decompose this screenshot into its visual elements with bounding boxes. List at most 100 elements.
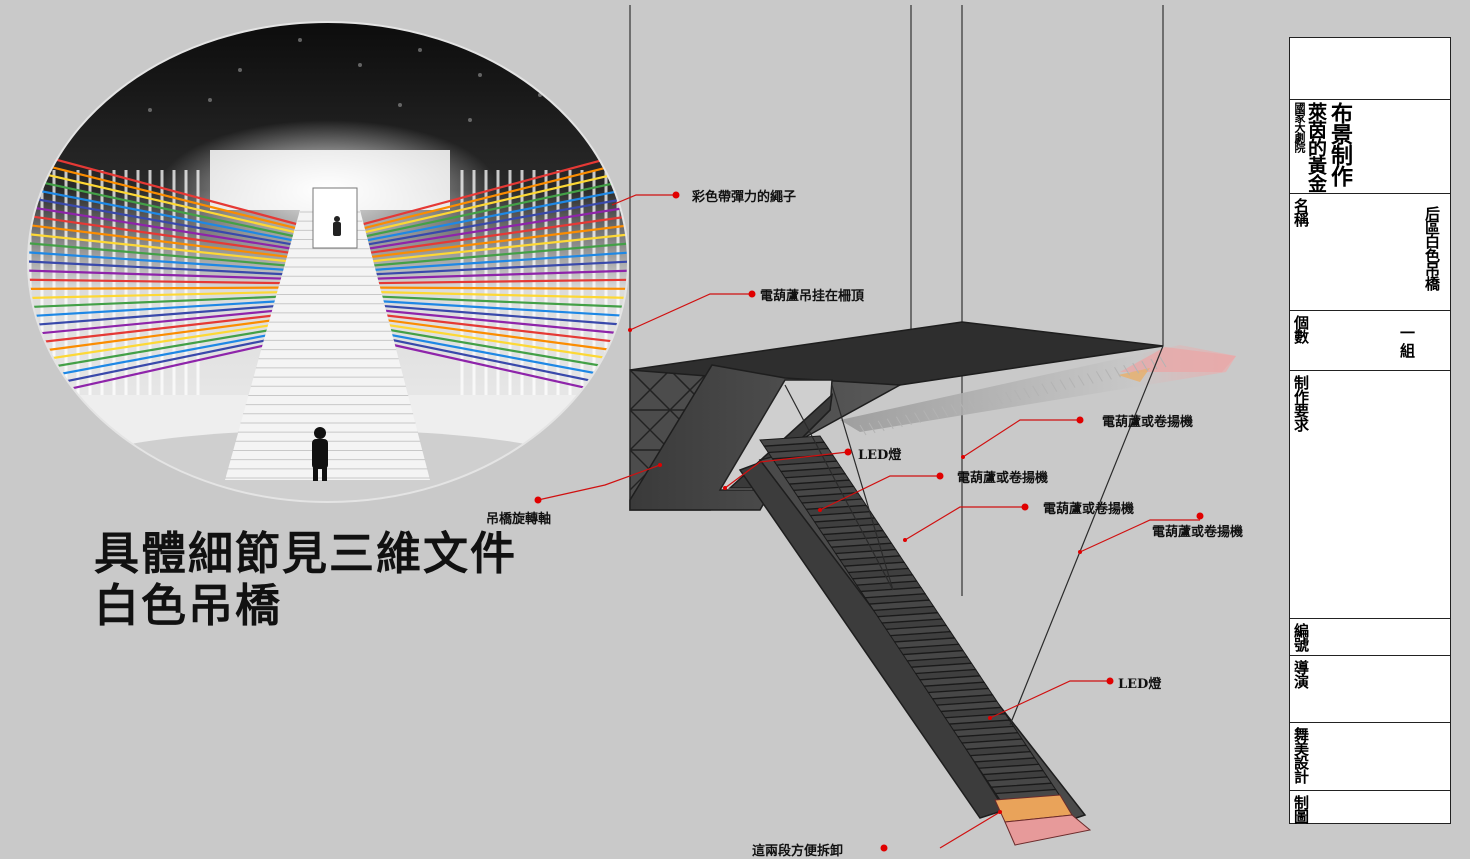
callout-leaders [537, 194, 1200, 849]
rope-right [359, 213, 628, 256]
rope-left [28, 222, 301, 260]
production-title-line2: 萊茵的黃金 [1305, 102, 1327, 192]
label-colored-elastic-rope: 彩色帶彈力的繩子 [692, 190, 797, 205]
tb-count-row: 個數 一 組 [1290, 311, 1450, 371]
rope-right [359, 195, 628, 247]
ghost-step [1105, 369, 1112, 380]
rope-right [359, 176, 628, 239]
ghost-step [1050, 381, 1058, 392]
rope-left [28, 315, 301, 355]
rope-left [28, 328, 301, 383]
ghost-step [914, 412, 921, 423]
ghost-step [1150, 358, 1158, 370]
count-value-2: 組 [1400, 342, 1416, 360]
ghost-step [968, 400, 976, 411]
detachable-section [994, 794, 1092, 846]
rope-right [359, 319, 628, 365]
production-title-line1: 布景制作 [1327, 102, 1353, 186]
rope-right [359, 294, 628, 309]
label-hoist-hung-from-grid: 電葫蘆吊挂在柵頂 [760, 289, 865, 304]
tb-logo-row [1290, 38, 1450, 100]
ghost-step [895, 416, 903, 428]
rope-right [359, 260, 628, 277]
rope-right [359, 185, 628, 243]
requirements-key: 制作要求 [1292, 375, 1310, 431]
ghost-step [950, 404, 958, 415]
ghost-step [1086, 373, 1094, 384]
rope-right [359, 290, 628, 300]
rope-left [28, 158, 301, 231]
rope-right [359, 307, 628, 337]
rope-right [359, 286, 628, 290]
caption-line-1: 具體細節見三維文件 [94, 527, 518, 580]
ghost-step [932, 408, 940, 419]
ghost-step [1095, 371, 1103, 382]
count-value-1: 一 [1400, 324, 1416, 342]
rope-left [28, 278, 301, 285]
label-led-light-top: LED燈 [858, 448, 902, 463]
rope-right [359, 241, 628, 268]
rope-left [28, 307, 301, 337]
rope-right [359, 269, 628, 281]
rope-left [28, 213, 301, 256]
ghost-step [1032, 385, 1040, 397]
rope-left [28, 195, 301, 247]
name-key: 名稱 [1292, 198, 1310, 226]
rope-left [28, 250, 301, 272]
rope-left [28, 148, 301, 227]
rope-right [359, 323, 628, 374]
ghost-step [1123, 364, 1131, 376]
label-pivot-axis: 吊橋旋轉軸 [486, 512, 552, 527]
director-key: 導演 [1292, 660, 1310, 688]
rope-left [28, 232, 301, 264]
ghost-step [1005, 391, 1012, 403]
ghost-step [1141, 360, 1149, 372]
rope-right [359, 204, 628, 252]
figure-top [333, 216, 341, 236]
rope-right [359, 250, 628, 272]
rope-left [28, 185, 301, 243]
tb-production-row: 國家大劇院 萊茵的黃金 布景制作 [1290, 100, 1450, 194]
ghost-step [977, 397, 985, 409]
ghost-step [868, 422, 876, 434]
ghost-step [886, 418, 894, 430]
rope-left [28, 167, 301, 235]
rope-left [28, 269, 301, 281]
rope-right [359, 232, 628, 264]
figure-bottom [312, 427, 328, 481]
ghost-step [1159, 356, 1167, 368]
rope-left [28, 298, 301, 318]
drawing-key: 制圖 [1292, 795, 1310, 823]
rope-left [28, 311, 301, 346]
ghost-step [1077, 375, 1085, 386]
rope-left [28, 319, 301, 365]
ghost-step [1114, 367, 1121, 378]
rope-right [359, 148, 628, 227]
rope-left [28, 294, 301, 309]
rope-right [359, 222, 628, 260]
ghost-step [905, 414, 912, 425]
rope-left [28, 260, 301, 277]
rope-right [359, 315, 628, 355]
ghost-step [1132, 362, 1140, 374]
rope-left [28, 176, 301, 239]
rope-right [359, 278, 628, 285]
drawing-caption: 具體細節見三維文件 白色吊橋 [94, 528, 517, 632]
ghost-step [995, 393, 1003, 405]
number-key: 編號 [1292, 623, 1310, 651]
rope-right [359, 298, 628, 318]
count-key: 個數 [1292, 315, 1310, 343]
ghost-step [877, 420, 885, 432]
designer-key: 舞美設計 [1292, 727, 1310, 783]
ghost-step [959, 402, 967, 413]
title-block: 國家大劇院 萊茵的黃金 布景制作 名稱 后區白色吊橋 個數 一 組 制作要求 編… [1289, 37, 1451, 824]
rope-right [359, 158, 628, 231]
label-hoist-2: 電葫蘆或卷揚機 [957, 471, 1049, 486]
rope-right [359, 303, 628, 328]
tb-designer-row: 舞美設計 [1290, 723, 1450, 791]
tb-drawing-row: 制圖 [1290, 791, 1450, 824]
label-hoist-3: 電葫蘆或卷揚機 [1043, 502, 1135, 517]
label-led-light-bottom: LED燈 [1118, 677, 1162, 692]
ghost-step [923, 410, 931, 421]
